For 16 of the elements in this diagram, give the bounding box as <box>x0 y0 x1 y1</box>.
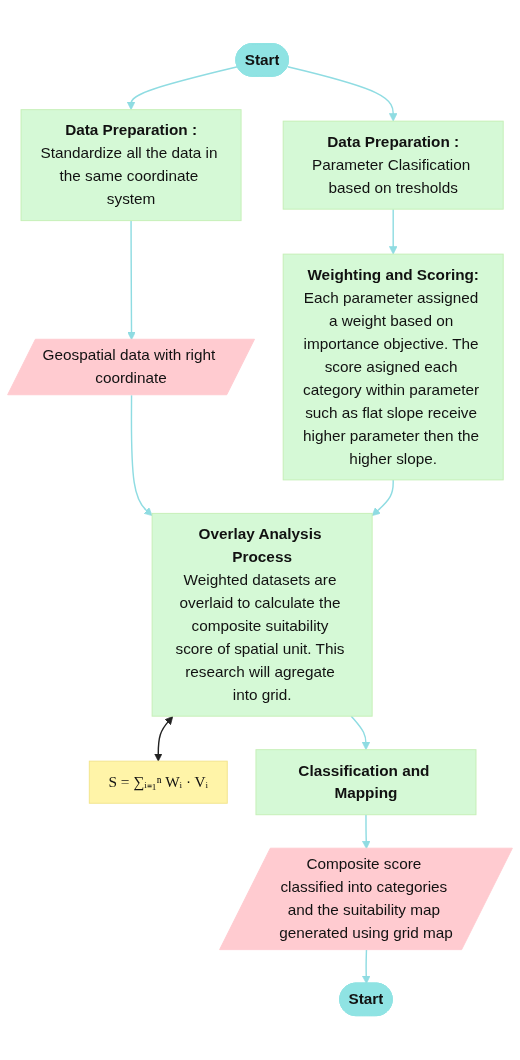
arrow <box>350 715 371 751</box>
arrow <box>126 66 239 111</box>
arrow <box>371 479 394 517</box>
node-box: Data Preparation : Standardize all the data in the same coordinate system <box>20 109 242 222</box>
arrow <box>130 394 153 517</box>
arrow <box>362 814 371 850</box>
arrow <box>362 949 371 985</box>
node-box: Weighting and Scoring: Each parameter assigned a weight based on importance objective. The score asigned each category within parameter such as flat slope receive higher parameter then the higher slope. <box>282 254 504 481</box>
node-box: Overlay Analysis Process Weighted datasets are overlaid to calculate the composite suitability score of spatial unit. This research will agregate into grid. <box>151 513 373 718</box>
arrow <box>154 716 174 762</box>
node-box: Classification and Mapping <box>255 749 477 816</box>
node-box: Data Preparation : Parameter Clasification based on tresholds <box>282 121 504 210</box>
arrow <box>389 208 398 255</box>
arrow <box>286 66 398 122</box>
node-box: S = ∑ᵢ₌₁ⁿ Wᵢ · Vᵢ <box>88 761 228 805</box>
arrow <box>127 220 136 341</box>
